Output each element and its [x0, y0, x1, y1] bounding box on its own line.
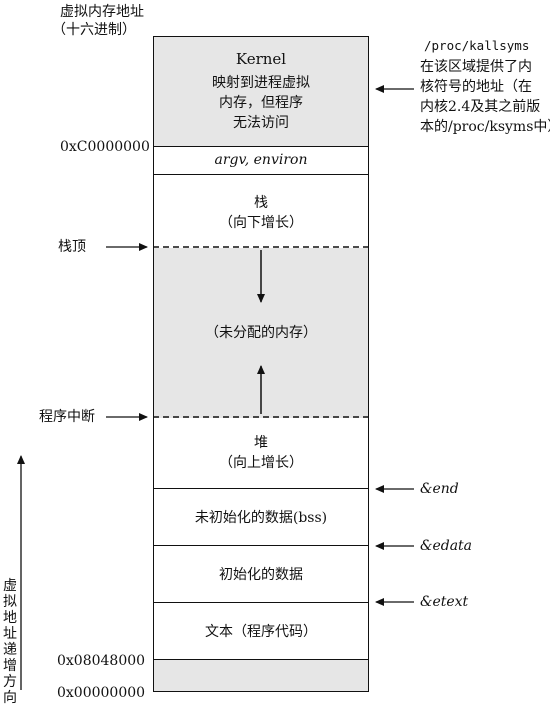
- kallsyms-note-line1: 在该区域提供了内: [420, 59, 532, 75]
- heap-segment: 堆 （向上增长）: [154, 418, 368, 489]
- kernel-desc-line2: 内存，但程序: [219, 95, 303, 111]
- end-symbol: &end: [420, 481, 459, 497]
- unallocated-label: （未分配的内存）: [205, 325, 317, 341]
- bss-segment: 未初始化的数据(bss): [154, 489, 368, 546]
- kernel-segment: Kernel 映射到进程虚拟 内存，但程序 无法访问: [154, 37, 368, 147]
- axis-title: 虚拟内存地址: [60, 4, 144, 20]
- heap-direction: （向上增长）: [219, 455, 303, 471]
- kallsyms-note-line3: 内核2.4及其之前版: [420, 99, 541, 115]
- stack-direction: （向下增长）: [219, 215, 303, 231]
- stack-segment: 栈 （向下增长）: [154, 175, 368, 248]
- kernel-title: Kernel: [235, 50, 287, 68]
- axis-title-unit: （十六进制）: [52, 22, 136, 38]
- kernel-desc-line3: 无法访问: [233, 115, 289, 131]
- heap-label: 堆: [254, 435, 268, 451]
- address-text-start: 0x08048000: [57, 653, 146, 669]
- kallsyms-note-line4: 本的/proc/ksyms中）: [420, 119, 550, 135]
- reserved-low-segment: [154, 660, 368, 691]
- data-segment: 初始化的数据: [154, 546, 368, 603]
- text-segment: 文本（程序代码）: [154, 603, 368, 660]
- kernel-desc-line1: 映射到进程虚拟: [212, 75, 310, 91]
- stack-label: 栈: [254, 195, 268, 211]
- text-label: 文本（程序代码）: [205, 624, 317, 640]
- etext-symbol: &etext: [420, 594, 469, 610]
- increasing-direction-label: 虚拟地址递增方向: [3, 578, 17, 706]
- edata-symbol: &edata: [420, 538, 473, 554]
- stack-top-label: 栈顶: [58, 239, 86, 255]
- address-kernel-start: 0xC0000000: [60, 139, 150, 155]
- data-label: 初始化的数据: [219, 567, 303, 583]
- argv-environ-label: argv, environ: [214, 152, 308, 168]
- program-break-label: 程序中断: [39, 409, 95, 425]
- bss-label: 未初始化的数据(bss): [194, 510, 328, 526]
- address-zero: 0x00000000: [57, 685, 146, 701]
- argv-environ-segment: argv, environ: [154, 147, 368, 175]
- kallsyms-note-line2: 核符号的地址（在: [420, 79, 532, 95]
- kallsyms-path: /proc/kallsyms: [424, 38, 530, 53]
